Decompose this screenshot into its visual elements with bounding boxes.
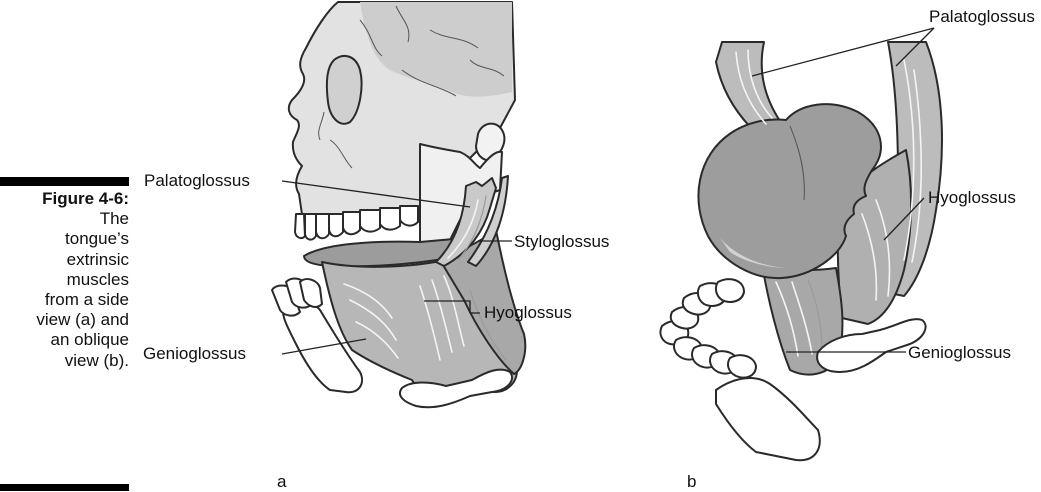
label-genioglossus-a: Genioglossus xyxy=(143,344,246,363)
label-genioglossus-b: Genioglossus xyxy=(908,343,1011,362)
eye-socket xyxy=(327,56,362,124)
panel-letter-a: a xyxy=(277,472,287,491)
label-styloglossus-a: Styloglossus xyxy=(514,232,609,251)
label-palatoglossus-b: Palatoglossus xyxy=(929,7,1035,26)
lower-teeth-b xyxy=(660,279,756,377)
label-palatoglossus-a: Palatoglossus xyxy=(144,171,250,190)
panel-letter-b: b xyxy=(687,472,696,491)
label-hyoglossus-b: Hyoglossus xyxy=(928,188,1016,207)
label-hyoglossus-a: Hyoglossus xyxy=(484,303,572,322)
panel-b-illustration xyxy=(660,42,942,460)
panel-a-illustration xyxy=(272,2,525,407)
mandible-b xyxy=(716,378,820,460)
